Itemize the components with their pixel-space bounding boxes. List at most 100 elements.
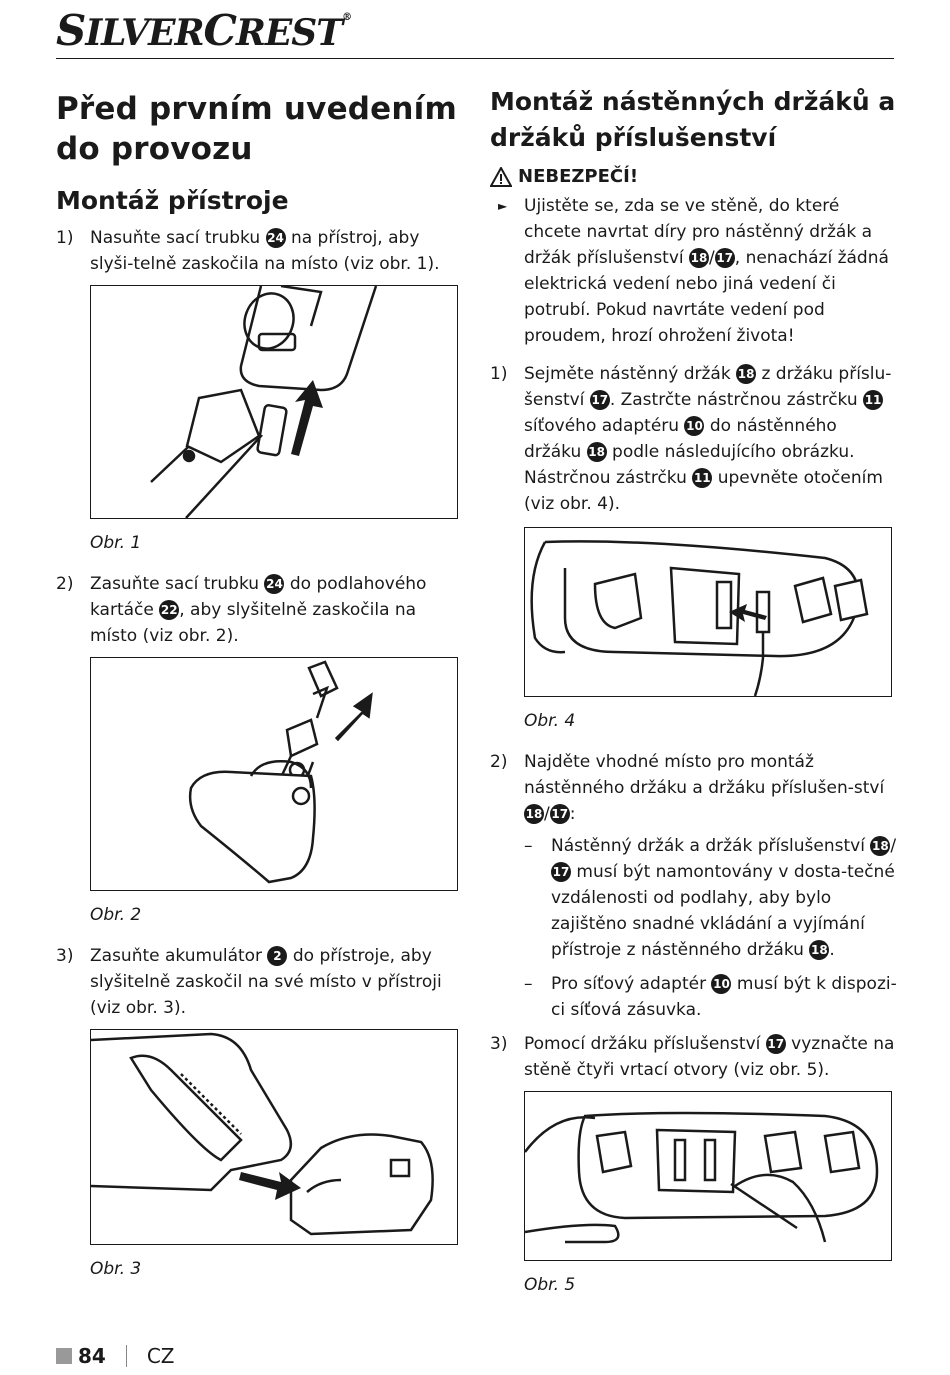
text: síťového adaptéru	[524, 416, 685, 436]
footer-divider	[125, 1345, 127, 1367]
text: Nasuňte sací trubku	[90, 228, 266, 248]
separator: /	[709, 248, 715, 268]
callout-number: 17	[549, 804, 570, 824]
callout-number: 17	[714, 248, 735, 268]
figure-3-caption: Obr. 3	[90, 1259, 142, 1279]
text: , nenachází žádná elektrická vedení nebo…	[524, 248, 889, 346]
bullet-text: Ujistěte se, zda se ve stěně, do které c…	[524, 193, 898, 349]
separator: /	[890, 836, 897, 856]
callout-number: 2	[267, 946, 288, 966]
warning-icon	[490, 166, 512, 187]
callout-number: 17	[765, 1034, 786, 1054]
step-number: 3)	[490, 1034, 508, 1054]
text: Pro síťový adaptér	[551, 974, 712, 994]
callout-number: 18	[809, 940, 830, 960]
figure-3	[90, 1029, 458, 1245]
callout-number: 11	[692, 468, 713, 488]
subsection-title: Montáž přístroje	[56, 186, 289, 215]
callout-number: 11	[863, 390, 884, 410]
callout-number: 18	[870, 836, 891, 856]
figure-1	[90, 285, 458, 519]
logo-rest: REST	[235, 12, 343, 54]
step-number: 1)	[56, 228, 74, 248]
page-footer: 84 CZ	[56, 1344, 175, 1368]
callout-number: 18	[524, 804, 544, 824]
text: do nástěnného držáku	[524, 416, 837, 462]
text: Nástěnný držák a držák příslušenství	[551, 836, 871, 856]
figure-5-illustration	[525, 1111, 879, 1244]
figure-4	[524, 527, 892, 697]
brand-logo: SILVERCREST®	[56, 6, 352, 55]
right-column: Montáž nástěnných držáků a držáků příslu…	[490, 80, 898, 1313]
step-number: 2)	[490, 752, 508, 772]
header-rule	[56, 58, 894, 59]
callout-number: 17	[551, 862, 571, 882]
figure-2	[90, 657, 458, 891]
figure-5	[524, 1091, 892, 1261]
figure-1-caption: Obr. 1	[90, 533, 142, 553]
step-3: 3) Zasuňte akumulátor 2 do přístroje, ab…	[56, 943, 464, 1021]
figure-3-illustration	[91, 1032, 434, 1236]
separator: /	[544, 804, 550, 824]
figure-2-illustration	[188, 660, 373, 884]
left-column: Před prvním uvedením do provozu Montáž p…	[56, 80, 464, 1297]
text: podle následujícího obrázku. Nástrčnou z…	[524, 442, 855, 488]
section-title-right: Montáž nástěnných držáků a držáků příslu…	[490, 87, 896, 152]
callout-number: 18	[736, 364, 757, 384]
bullet-arrow-icon: ►	[498, 199, 508, 213]
danger-label: NEBEZPEČÍ!	[518, 166, 639, 187]
step-number: 2)	[56, 574, 74, 594]
callout-number: 10	[684, 416, 705, 436]
dash-marker: –	[524, 836, 533, 856]
text: :	[569, 804, 576, 824]
callout-number: 24	[264, 574, 285, 594]
text: Zasuňte sací trubku	[90, 574, 265, 594]
step-2: 2) Zasuňte sací trubku 24 do podlahového…	[56, 571, 464, 649]
text: . Zastrčte nástrčnou zástrčku	[609, 390, 864, 410]
text: vyznačte na stěně čtyři vrtací otvory (v…	[524, 1034, 895, 1080]
text: .	[829, 940, 835, 960]
text: Sejměte nástěnný držák	[524, 364, 737, 384]
step-text: Najděte vhodné místo pro montáž nástěnné…	[524, 749, 898, 827]
text: do podlahového kartáče	[90, 574, 427, 620]
text: Najděte vhodné místo pro montáž nástěnné…	[524, 752, 885, 798]
figure-4-illustration	[530, 540, 869, 696]
text: musí být namontovány v dosta-tečné vzdál…	[551, 862, 895, 960]
callout-number: 22	[159, 600, 180, 620]
logo-c: C	[203, 6, 237, 55]
figure-5-caption: Obr. 5	[524, 1275, 576, 1295]
text: Zasuňte akumulátor	[90, 946, 268, 966]
dash-marker: –	[524, 974, 533, 994]
text: , aby slyšitelně zaskočila na místo (viz…	[90, 600, 417, 646]
step-text: Sejměte nástěnný držák 18 z držáku přísl…	[524, 361, 898, 517]
dash-item-2: – Pro síťový adaptér 10 musí být k dispo…	[524, 971, 898, 1023]
figure-1-illustration	[150, 286, 378, 518]
right-step-3: 3) Pomocí držáku příslušenství 17 vyznač…	[490, 1031, 898, 1083]
text: Ujistěte se, zda se ve stěně, do které c…	[524, 196, 873, 268]
footer-square-icon	[56, 1348, 72, 1364]
callout-number: 18	[586, 442, 607, 462]
callout-number: 10	[711, 974, 732, 994]
step-number: 3)	[56, 946, 74, 966]
step-text: Zasuňte akumulátor 2 do přístroje, aby s…	[90, 943, 464, 1021]
step-text: Nasuňte sací trubku 24 na přístroj, aby …	[90, 225, 464, 277]
figure-2-caption: Obr. 2	[90, 905, 142, 925]
text: upevněte otočením (viz obr. 4).	[524, 468, 883, 514]
step-text: Pomocí držáku příslušenství 17 vyznačte …	[524, 1031, 898, 1083]
step-1: 1) Nasuňte sací trubku 24 na přístroj, a…	[56, 225, 464, 277]
logo-registered-mark: ®	[342, 12, 352, 23]
step-number: 1)	[490, 364, 508, 384]
section-title: Před prvním uvedením do provozu	[56, 91, 458, 167]
right-step-2: 2) Najděte vhodné místo pro montáž nástě…	[490, 749, 898, 827]
text: Pomocí držáku příslušenství	[524, 1034, 766, 1054]
callout-number: 24	[265, 228, 286, 248]
language-code: CZ	[146, 1344, 175, 1368]
dash-text: Pro síťový adaptér 10 musí být k dispozi…	[551, 971, 898, 1023]
danger-bullet: ► Ujistěte se, zda se ve stěně, do které…	[490, 193, 898, 349]
dash-text: Nástěnný držák a držák příslušenství 18/…	[551, 833, 898, 963]
logo-ilver: ILVER	[85, 12, 204, 54]
callout-number: 18	[689, 248, 710, 268]
text: do přístroje, aby slyšitelně zaskočil na…	[90, 946, 442, 1018]
text: z držáku příslu-šenství	[524, 364, 892, 410]
text: na přístroj, aby slyši-telně zaskočila n…	[90, 228, 440, 274]
